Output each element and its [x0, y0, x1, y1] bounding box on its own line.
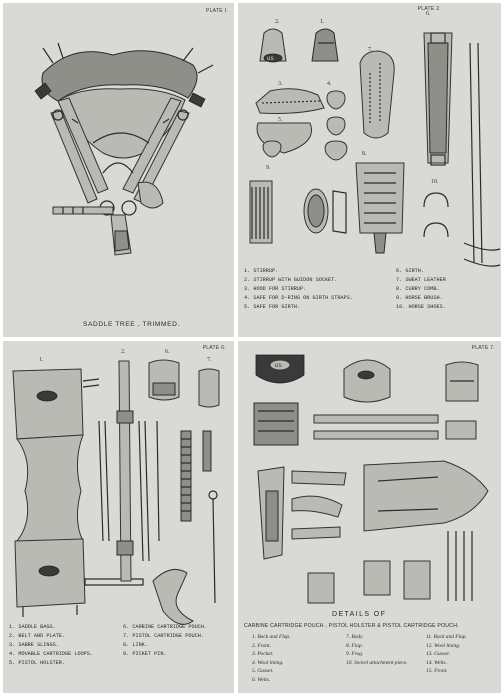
plate-3-saddle-bags-belts: PLATE 6. 1. 2. 6. 7.: [3, 341, 234, 693]
svg-text:4.: 4.: [327, 81, 332, 87]
plate-7-title: DETAILS OF: [332, 611, 387, 618]
legend-item: 5. Gusset.: [252, 668, 274, 675]
plate-7-subtitle: CARBINE CARTRIDGE POUCH , PISTOL HOLSTER…: [244, 623, 459, 629]
svg-text:1.: 1.: [320, 19, 325, 25]
svg-text:5.: 5.: [278, 117, 283, 123]
legend-item: 14. Welts.: [426, 659, 447, 666]
plate-1-label: PLATE I.: [205, 8, 228, 14]
saddle-bags-belts-drawing: 1. 2. 6. 7.: [12, 349, 220, 625]
plate-7-legend-col1: 1. Back and Flap. 2. Front. 3. Pocket. 4…: [252, 633, 290, 685]
legend-item: 15. Front.: [426, 668, 448, 675]
svg-text:1.: 1.: [39, 357, 44, 363]
legend-item: 7. SWEAT LEATHER: [396, 277, 446, 283]
legend-item: 7. Body.: [346, 634, 364, 640]
svg-text:10.: 10.: [431, 179, 439, 185]
legend-item: 4. SAFE FOR D-RING ON GIRTH STRAPS.: [244, 295, 353, 301]
legend-item: 2. STIRRUP WITH GUIDON SOCKET.: [244, 277, 338, 283]
legend-item: 8. Flap.: [346, 642, 363, 649]
plate-2-legend-left: 1. STIRRUP. 2. STIRRUP WITH GUIDON SOCKE…: [244, 267, 353, 312]
legend-item: 8. CURRY COMB.: [396, 286, 440, 292]
legend-item: 12. Wool lining.: [426, 642, 461, 649]
plate-1-caption: SADDLE TREE , TRIMMED.: [83, 321, 180, 328]
plate-7-pouch-holster-details: PLATE 7. US: [238, 341, 501, 693]
legend-item: 13. Gusset.: [426, 651, 451, 658]
legend-item: 9. HORSE BRUSH.: [396, 295, 443, 301]
plate-1-saddle-tree: PLATE I.: [3, 3, 234, 337]
legend-item: 11. Back and Flap.: [426, 634, 467, 640]
svg-text:2.: 2.: [275, 19, 280, 25]
saddle-tree-drawing: [34, 42, 214, 256]
legend-item: 4. MOVABLE CARTRIDGE LOOPS.: [9, 651, 94, 657]
pouch-holster-details-drawing: US: [253, 354, 489, 604]
svg-text:US: US: [275, 362, 282, 369]
legend-item: 4. Wool lining.: [252, 659, 284, 666]
legend-item: 7. PISTOL CARTRIDGE POUCH.: [123, 633, 204, 639]
legend-item: 1. STIRRUP.: [244, 268, 279, 274]
plate-3-legend-left: 1. SADDLE BAGS. 2. BELT AND PLATE. 3. SA…: [9, 623, 93, 668]
legend-item: 6. GIRTH.: [396, 268, 425, 274]
svg-text:7.: 7.: [207, 357, 212, 363]
legend-item: 1. Back and Flap.: [252, 634, 291, 640]
legend-item: 9. PICKET PIN.: [123, 651, 167, 657]
plate-7-legend-col3: 11. Back and Flap. 12. Wool lining. 13. …: [426, 633, 467, 676]
svg-text:6.: 6.: [426, 11, 431, 17]
svg-text:3.: 3.: [278, 81, 283, 87]
legend-item: 5. SAFE FOR GIRTH.: [244, 304, 301, 310]
legend-item: 6. CARBINE CARTRIDGE POUCH.: [123, 624, 208, 630]
plate-2-stirrups-girth: PLATE 2. 2. 1. US 3. 4. 5. 7.: [238, 3, 501, 337]
plate-3-label: PLATE 6.: [202, 345, 226, 351]
plate-2-label: PLATE 2.: [417, 6, 441, 12]
stirrups-girth-drawing: 2. 1. US 3. 4. 5. 7. 6.: [249, 11, 501, 267]
plate-7-legend-col2: 7. Body. 8. Flap. 9. Frog. 10. Swivel at…: [346, 633, 408, 667]
svg-text:2.: 2.: [121, 349, 126, 355]
svg-text:7.: 7.: [368, 47, 373, 53]
legend-item: 10. Swivel attachment piece.: [346, 659, 408, 666]
plate-7-label: PLATE 7.: [471, 345, 495, 351]
plate-2-legend-right: 6. GIRTH. 7. SWEAT LEATHER 8. CURRY COMB…: [396, 267, 446, 312]
legend-item: 1. SADDLE BAGS.: [9, 624, 56, 630]
legend-item: 2. BELT AND PLATE.: [9, 633, 66, 639]
legend-item: 3. SABRE SLINGS.: [9, 642, 59, 648]
legend-item: 6. Welts.: [252, 676, 271, 683]
svg-text:US: US: [267, 55, 274, 62]
legend-item: 2. Front.: [252, 642, 271, 649]
legend-item: 8. LINK.: [123, 642, 148, 648]
svg-text:8.: 8.: [362, 151, 367, 157]
legend-item: 3. HOOD FOR STIRRUP.: [244, 286, 307, 292]
legend-item: 10. HORSE SHOES.: [396, 304, 446, 310]
legend-item: 9. Frog.: [346, 651, 364, 658]
legend-item: 3. Pocket.: [252, 651, 274, 658]
plate-3-legend-right: 6. CARBINE CARTRIDGE POUCH. 7. PISTOL CA…: [123, 623, 207, 659]
svg-text:6.: 6.: [165, 349, 170, 355]
svg-text:9.: 9.: [266, 165, 271, 171]
legend-item: 5. PISTOL HOLSTER.: [9, 660, 66, 666]
